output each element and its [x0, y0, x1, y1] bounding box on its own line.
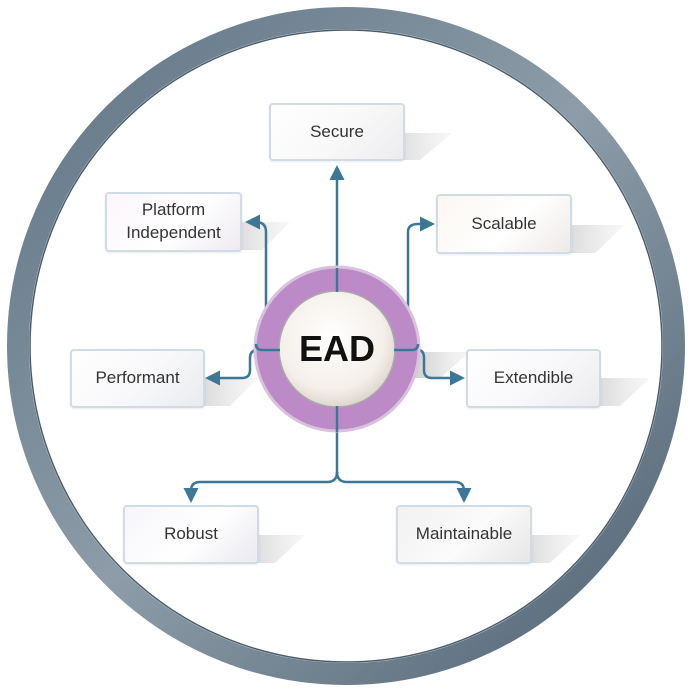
node-label: Maintainable — [415, 524, 513, 544]
node-label: Platform Independent — [126, 200, 221, 242]
hub-connector-stems — [254, 268, 420, 432]
node-extendible: Extendible — [466, 349, 601, 408]
connector-scalable — [406, 216, 435, 350]
node-label: Secure — [310, 121, 364, 141]
node-maintainable: Maintainable — [396, 505, 532, 564]
node-robust: Robust — [123, 505, 259, 564]
node-secure: Secure — [269, 103, 405, 161]
node-label: Robust — [164, 524, 218, 544]
center-label: EAD — [298, 328, 375, 369]
connector-robust — [183, 471, 339, 503]
outer-ring-inner-edge — [29, 29, 663, 663]
node-scalable: Scalable — [436, 194, 572, 254]
node-label: Scalable — [471, 213, 537, 233]
node-platform-independent: Platform Independent — [105, 192, 242, 252]
connector-platform-independent — [245, 214, 268, 350]
node-label: Extendible — [493, 368, 574, 388]
node-performant: Performant — [70, 349, 205, 408]
connector-maintainable — [335, 471, 472, 503]
node-label: Performant — [95, 368, 180, 388]
